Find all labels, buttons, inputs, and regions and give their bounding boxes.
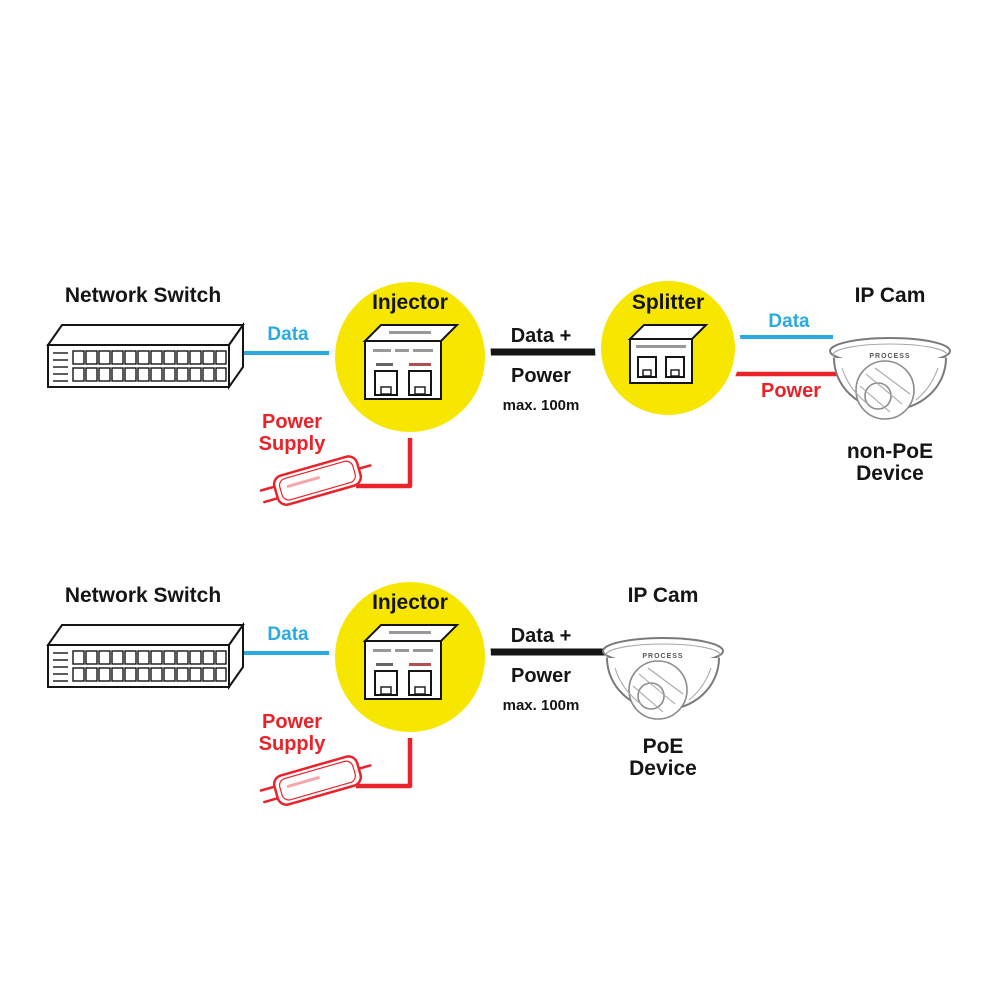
link-label-data-plus-top: Data + (511, 325, 572, 347)
injector-label-bottom: Injector (372, 591, 448, 614)
device-type-top-line1: non-PoE (847, 440, 933, 463)
device-type-bottom-line1: PoE (643, 735, 684, 758)
link-max-length-top: max. 100m (503, 397, 580, 414)
device-type-bottom-line2: Device (629, 757, 697, 780)
network-switch-illustration-top (47, 324, 244, 388)
network-switch-label-top: Network Switch (65, 284, 221, 307)
power-supply-cable-bottom (356, 733, 413, 789)
power-supply-cable-top (356, 433, 413, 489)
camera-brand-text-bottom: PROCESS (642, 653, 683, 660)
power-label-top-right: Power (761, 380, 821, 402)
power-supply-illustration-top (257, 449, 376, 512)
bottom-diagram-row: Network Switch Data Injector Data + Powe… (47, 576, 724, 812)
power-supply-label-top-line2: Supply (259, 433, 327, 455)
power-supply-illustration-bottom (257, 749, 376, 812)
data-label-top-right: Data (768, 311, 810, 332)
top-diagram-row: Network Switch Data Injector Data + Powe… (47, 275, 951, 512)
power-supply-label-bottom-line2: Supply (259, 733, 327, 755)
injector-label-top: Injector (372, 291, 448, 314)
link-label-power-top: Power (511, 365, 571, 387)
ip-camera-illustration-bottom (602, 637, 724, 720)
ip-camera-illustration-top (829, 337, 951, 420)
power-supply-label-top-line1: Power (262, 411, 322, 433)
data-label-bottom-left: Data (267, 624, 309, 645)
data-label-top-left: Data (267, 324, 309, 345)
network-switch-label-bottom: Network Switch (65, 584, 221, 607)
link-label-data-plus-bottom: Data + (511, 625, 572, 647)
network-switch-illustration-bottom (47, 624, 244, 688)
link-label-power-bottom: Power (511, 665, 571, 687)
device-type-top-line2: Device (856, 462, 924, 485)
power-supply-label-bottom-line1: Power (262, 711, 322, 733)
ip-cam-label-top: IP Cam (855, 284, 926, 307)
splitter-label: Splitter (632, 291, 704, 314)
ip-cam-label-bottom: IP Cam (628, 584, 699, 607)
camera-brand-text-top: PROCESS (869, 353, 910, 360)
link-max-length-bottom: max. 100m (503, 697, 580, 714)
